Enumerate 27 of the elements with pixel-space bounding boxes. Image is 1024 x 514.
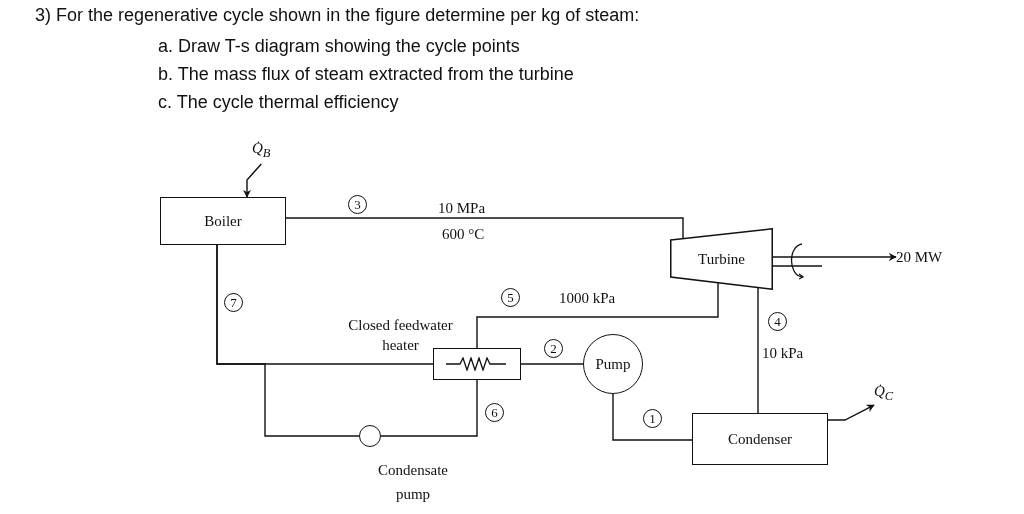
pipe-line: [757, 287, 759, 414]
pump-circle: Pump: [583, 334, 643, 394]
task-item: a. Draw T-s diagram showing the cycle points: [158, 36, 520, 57]
condition-label: 1000 kPa: [559, 290, 616, 307]
question-title: 3) For the regenerative cycle shown in the figure determine per kg of steam:: [35, 5, 640, 26]
condenser-box: Condenser: [692, 413, 828, 465]
condition-label: 600 °C: [442, 226, 485, 243]
arrow: [772, 253, 897, 261]
condition-label: 10 kPa: [762, 345, 804, 362]
heat-input-symbol: Q̇$_{B}$: [252, 140, 271, 161]
pipe-line: [285, 217, 684, 240]
heater-label: Closed feedwater heater: [347, 316, 454, 355]
turbine-trapezoid: Turbine: [670, 228, 773, 290]
condition-label: 10 MPa: [438, 200, 486, 217]
pipe-line: [216, 244, 434, 365]
pipe-line: [520, 363, 584, 365]
power-output-label: 20 MW: [896, 249, 943, 266]
arrow: [827, 404, 875, 421]
arrow: [243, 163, 262, 198]
pipe-line: [612, 393, 693, 441]
heat-rejection-symbol: Q̇$_{C}$: [874, 383, 894, 404]
pipe-line: [380, 379, 478, 437]
pump-label: Condensate pump: [377, 461, 449, 504]
pipe-line: [476, 282, 719, 349]
task-item: b. The mass flux of steam extracted from the turbine: [158, 64, 574, 85]
boiler-box: Boiler: [160, 197, 286, 245]
task-item: c. The cycle thermal efficiency: [158, 92, 399, 113]
